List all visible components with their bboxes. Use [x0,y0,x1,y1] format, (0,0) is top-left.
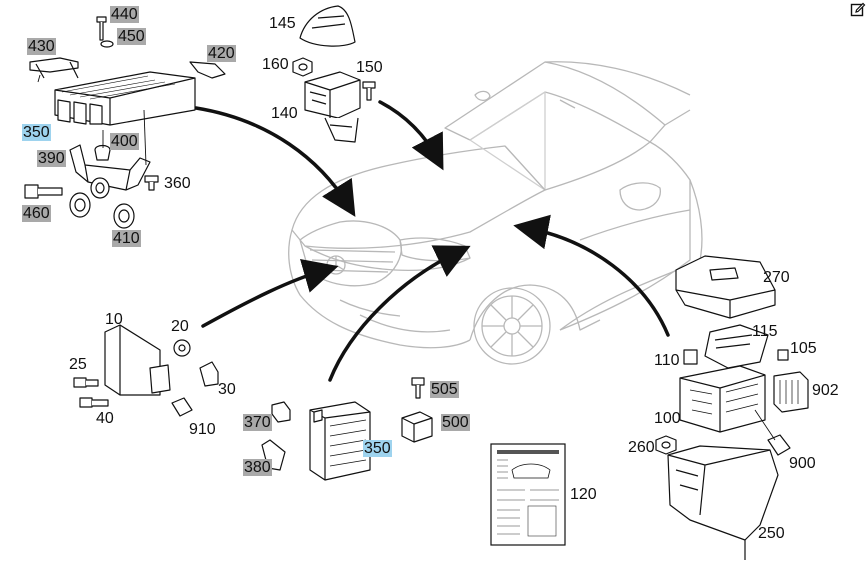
arrows [194,100,670,382]
control-unit-assembly-middle [261,377,433,481]
part-label-910: 910 [189,421,216,438]
part-label-900: 900 [789,455,816,472]
part-label-260: 260 [628,439,655,456]
module-assembly-top-center [292,5,376,143]
arrow-control-unit-to-engine [328,245,471,382]
arrow-camera-to-grille [201,258,339,328]
part-label-145: 145 [269,15,296,32]
part-label-40: 40 [96,410,114,427]
arrow-module-to-windshield [378,100,444,171]
part-label-250: 250 [758,525,785,542]
part-label-390: 390 [37,150,66,167]
part-label-150: 150 [356,59,383,76]
sensor-assembly-middle-left [73,324,219,417]
part-label-10: 10 [105,311,123,328]
part-label-450: 450 [117,28,146,45]
part-label-505: 505 [430,381,459,398]
part-label-25: 25 [69,356,87,373]
part-label-440: 440 [110,6,139,23]
leader-lines [37,74,776,441]
part-label-30: 30 [218,381,236,398]
part-label-460: 460 [22,205,51,222]
part-label-350-control-unit: 350 [363,440,392,457]
document-sheet-120 [490,443,566,546]
part-label-110: 110 [654,352,680,369]
part-label-140: 140 [271,105,298,122]
part-label-100: 100 [654,410,681,427]
part-label-350-ecu: 350 [22,124,51,141]
part-label-370: 370 [243,414,272,431]
ecu-assembly-top-left [24,16,226,229]
part-label-380: 380 [243,459,272,476]
edit-icon[interactable] [850,2,866,18]
part-label-902: 902 [812,382,839,399]
part-label-500: 500 [441,414,470,431]
part-label-160: 160 [262,56,289,73]
part-label-105: 105 [790,340,817,357]
part-label-270: 270 [763,269,790,286]
part-label-20: 20 [171,318,189,335]
part-label-430: 430 [27,38,56,55]
part-label-420: 420 [207,45,236,62]
part-label-120: 120 [570,486,597,503]
arrow-fusebox-to-body [513,214,670,337]
part-label-360: 360 [164,175,191,192]
arrow-ecu-to-hood [194,106,356,217]
part-label-400: 400 [110,133,139,150]
part-label-410: 410 [112,230,141,247]
fusebox-assembly-right [655,255,809,560]
part-label-115: 115 [752,323,778,340]
